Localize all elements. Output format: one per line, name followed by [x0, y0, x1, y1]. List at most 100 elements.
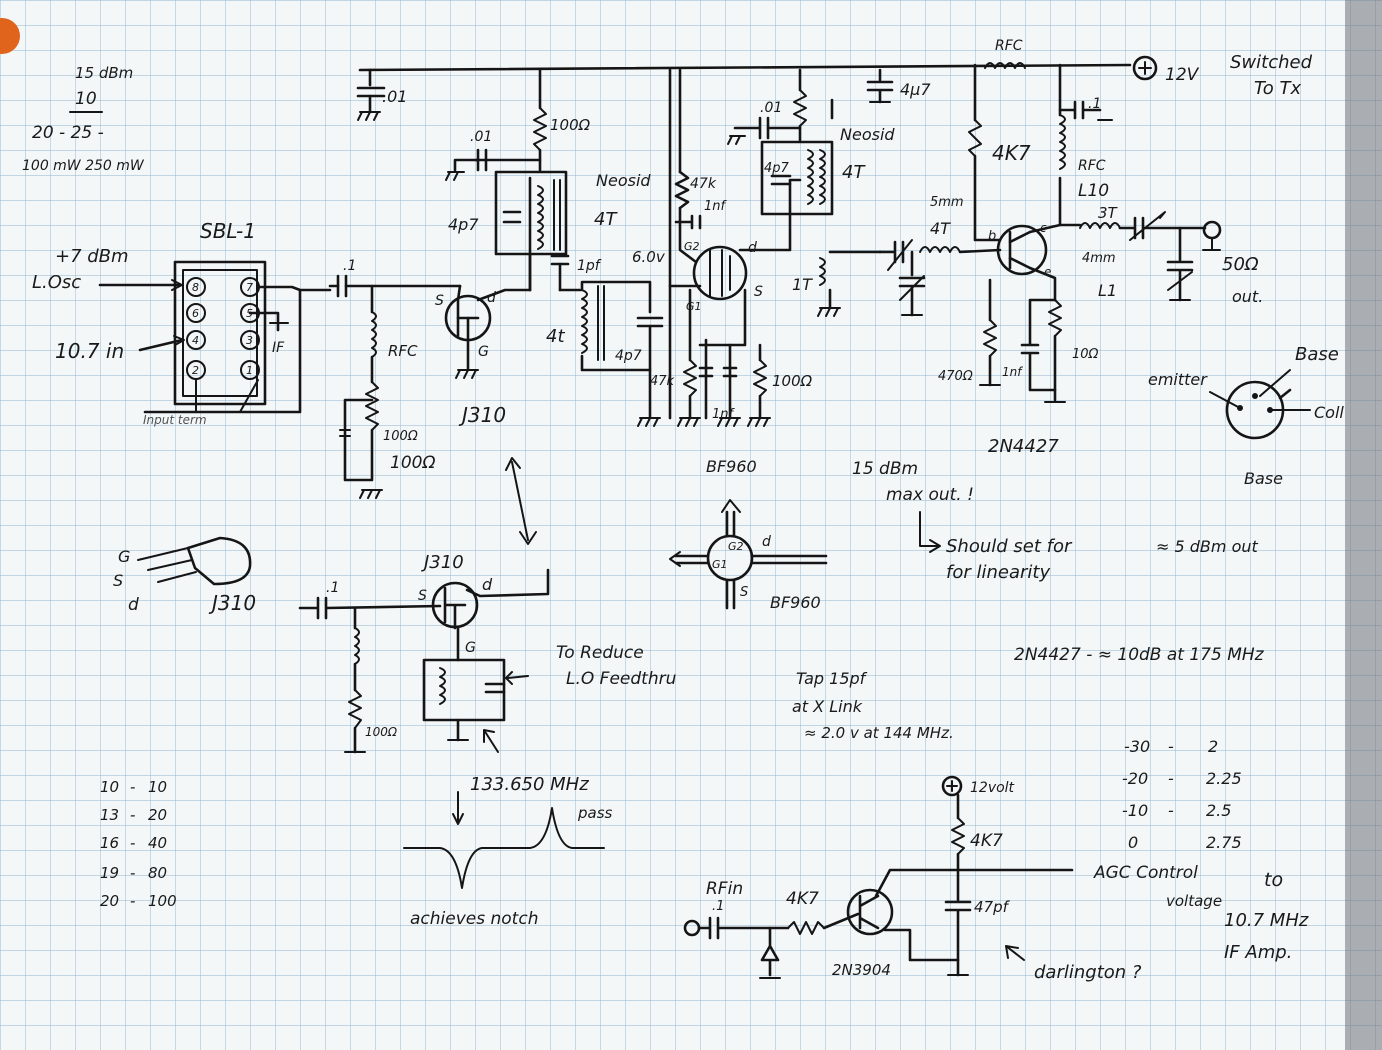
s1-tank-cap: 4p7 — [448, 215, 479, 234]
s3-part: 2N4427 — [988, 436, 1059, 457]
pin-bf-d: d — [762, 534, 771, 550]
mod-j310: J310 — [421, 552, 464, 573]
rem-tap2: at X Link — [792, 697, 863, 716]
s1-res-drain: 100Ω — [550, 116, 591, 134]
tl-r1-b: - — [130, 806, 135, 824]
agc-darl: darlington ? — [1034, 962, 1142, 983]
tl-r2-c: 40 — [148, 834, 167, 852]
pin-emitter: emitter — [1148, 370, 1208, 389]
tr-r0-a: -30 — [1124, 737, 1150, 756]
mod-cap: .1 — [326, 580, 339, 596]
pinout-bf960 — [669, 499, 828, 610]
tl-r4-a: 20 — [100, 892, 119, 910]
s1-cap1: .01 — [382, 87, 407, 106]
agc-part: 2N3904 — [832, 961, 891, 979]
s3-out2: out. — [1232, 287, 1263, 306]
pin-j310-s: S — [113, 571, 123, 590]
s2-coil-label: Neosid — [840, 125, 895, 144]
mixer-term: Input term — [143, 413, 207, 427]
s2-g2: G2 — [684, 240, 700, 253]
s1-fet-d: d — [487, 290, 496, 306]
s2-in-turns: 4t — [546, 326, 565, 347]
s2-cap-top: .01 — [760, 100, 782, 116]
mixer-wiring — [98, 279, 332, 414]
s3-l10: L10 — [1078, 181, 1109, 201]
s2-cap-s: 1nf — [712, 407, 736, 422]
s3-cap-dec: .1 — [1088, 96, 1101, 112]
s2-d: d — [748, 240, 757, 256]
agc-cap: .1 — [712, 899, 724, 914]
s3-switched: Switched — [1230, 52, 1313, 73]
tl-r4-b: - — [130, 892, 135, 910]
mod-d: d — [482, 575, 493, 594]
stage1-wiring — [328, 68, 570, 499]
mixer-lo-level: +7 dBm — [55, 246, 129, 267]
mod-freq: 133.650 MHz — [470, 774, 589, 795]
tl-r0-a: 10 — [100, 778, 119, 796]
rem-arrow — [919, 511, 941, 553]
pin-bf-s: S — [740, 585, 748, 600]
tr-r2-c: 2.5 — [1206, 801, 1231, 820]
s1-fet-g: G — [478, 344, 489, 360]
rem-set1: Should set for — [946, 536, 1073, 557]
s3-res-base: 470Ω — [938, 369, 973, 384]
rem-set2: for linearity — [946, 562, 1050, 583]
s3-ind-out: 4mm — [1082, 251, 1116, 266]
agc-to: to — [1264, 869, 1283, 891]
s1-fet-s: S — [435, 293, 444, 309]
s2-turns: 4T — [842, 162, 866, 183]
mod-arrow — [505, 457, 537, 545]
s3-cap-e: 1nf — [1002, 365, 1023, 379]
s1-turns: 4T — [594, 209, 618, 230]
pin-j310-d: d — [128, 595, 139, 615]
tl-r1-c: 20 — [148, 806, 167, 824]
tr-r2-b: - — [1168, 801, 1174, 820]
pinout-j310 — [137, 536, 252, 586]
tr-r1-a: -20 — [1122, 769, 1148, 788]
s2-s: S — [754, 284, 763, 300]
s1-fet-part: J310 — [458, 403, 506, 427]
pin-8: 8 — [192, 281, 199, 294]
agc-control: AGC Control — [1093, 863, 1198, 883]
s3-to-tx: To Tx — [1254, 78, 1302, 99]
s1-rfc: RFC — [388, 342, 418, 360]
pin-base2: Base — [1244, 469, 1283, 488]
table-left: 10-10 13-20 16-40 19-80 20-100 — [100, 778, 177, 910]
tr-r3-c: 2.75 — [1206, 833, 1242, 852]
pin-6: 6 — [192, 307, 199, 320]
pin-coll: Coll — [1314, 403, 1344, 422]
rem-max-out: 15 dBm — [852, 459, 918, 479]
orange-tab — [0, 18, 20, 54]
tr-r0-b: - — [1168, 737, 1174, 756]
mixer-rf-in: 10.7 in — [55, 339, 124, 363]
tl-r4-c: 100 — [148, 892, 177, 910]
s1-cap2: .01 — [470, 129, 492, 145]
tr-r1-b: - — [1168, 769, 1174, 788]
s3-turns-out: 3T — [1098, 204, 1119, 222]
tl-r3-c: 80 — [148, 864, 167, 882]
s3-e: e — [1044, 265, 1051, 279]
s3-ind-in: 5mm — [930, 195, 964, 210]
tr-r2-a: -10 — [1122, 801, 1148, 820]
mod-reduce: To Reduce — [556, 643, 644, 663]
pin-j310-part: J310 — [208, 591, 256, 615]
tl-r0-c: 10 — [148, 778, 167, 796]
s2-cap-drain: 1nf — [704, 199, 728, 214]
s1-res-a: 100Ω — [383, 429, 418, 444]
s3-out: 50Ω — [1222, 254, 1259, 275]
pin-3: 3 — [246, 334, 253, 347]
notch-arrow — [452, 791, 464, 825]
agc-res-top: 4K7 — [970, 831, 1003, 851]
s3-turns-in: 4T — [930, 219, 951, 238]
s2-in-cap: 4p7 — [615, 348, 642, 364]
rem-gain: 2N4427 - ≈ 10dB at 175 MHz — [1014, 645, 1265, 665]
agc-wiring — [683, 775, 1074, 979]
s3-l1: L1 — [1098, 281, 1117, 300]
supply-rail — [358, 63, 1132, 72]
rem-tap3: ≈ 2.0 v at 144 MHz. — [804, 724, 954, 742]
pin-bf-g1: G1 — [712, 558, 728, 571]
agc-supply: 12volt — [970, 780, 1015, 796]
